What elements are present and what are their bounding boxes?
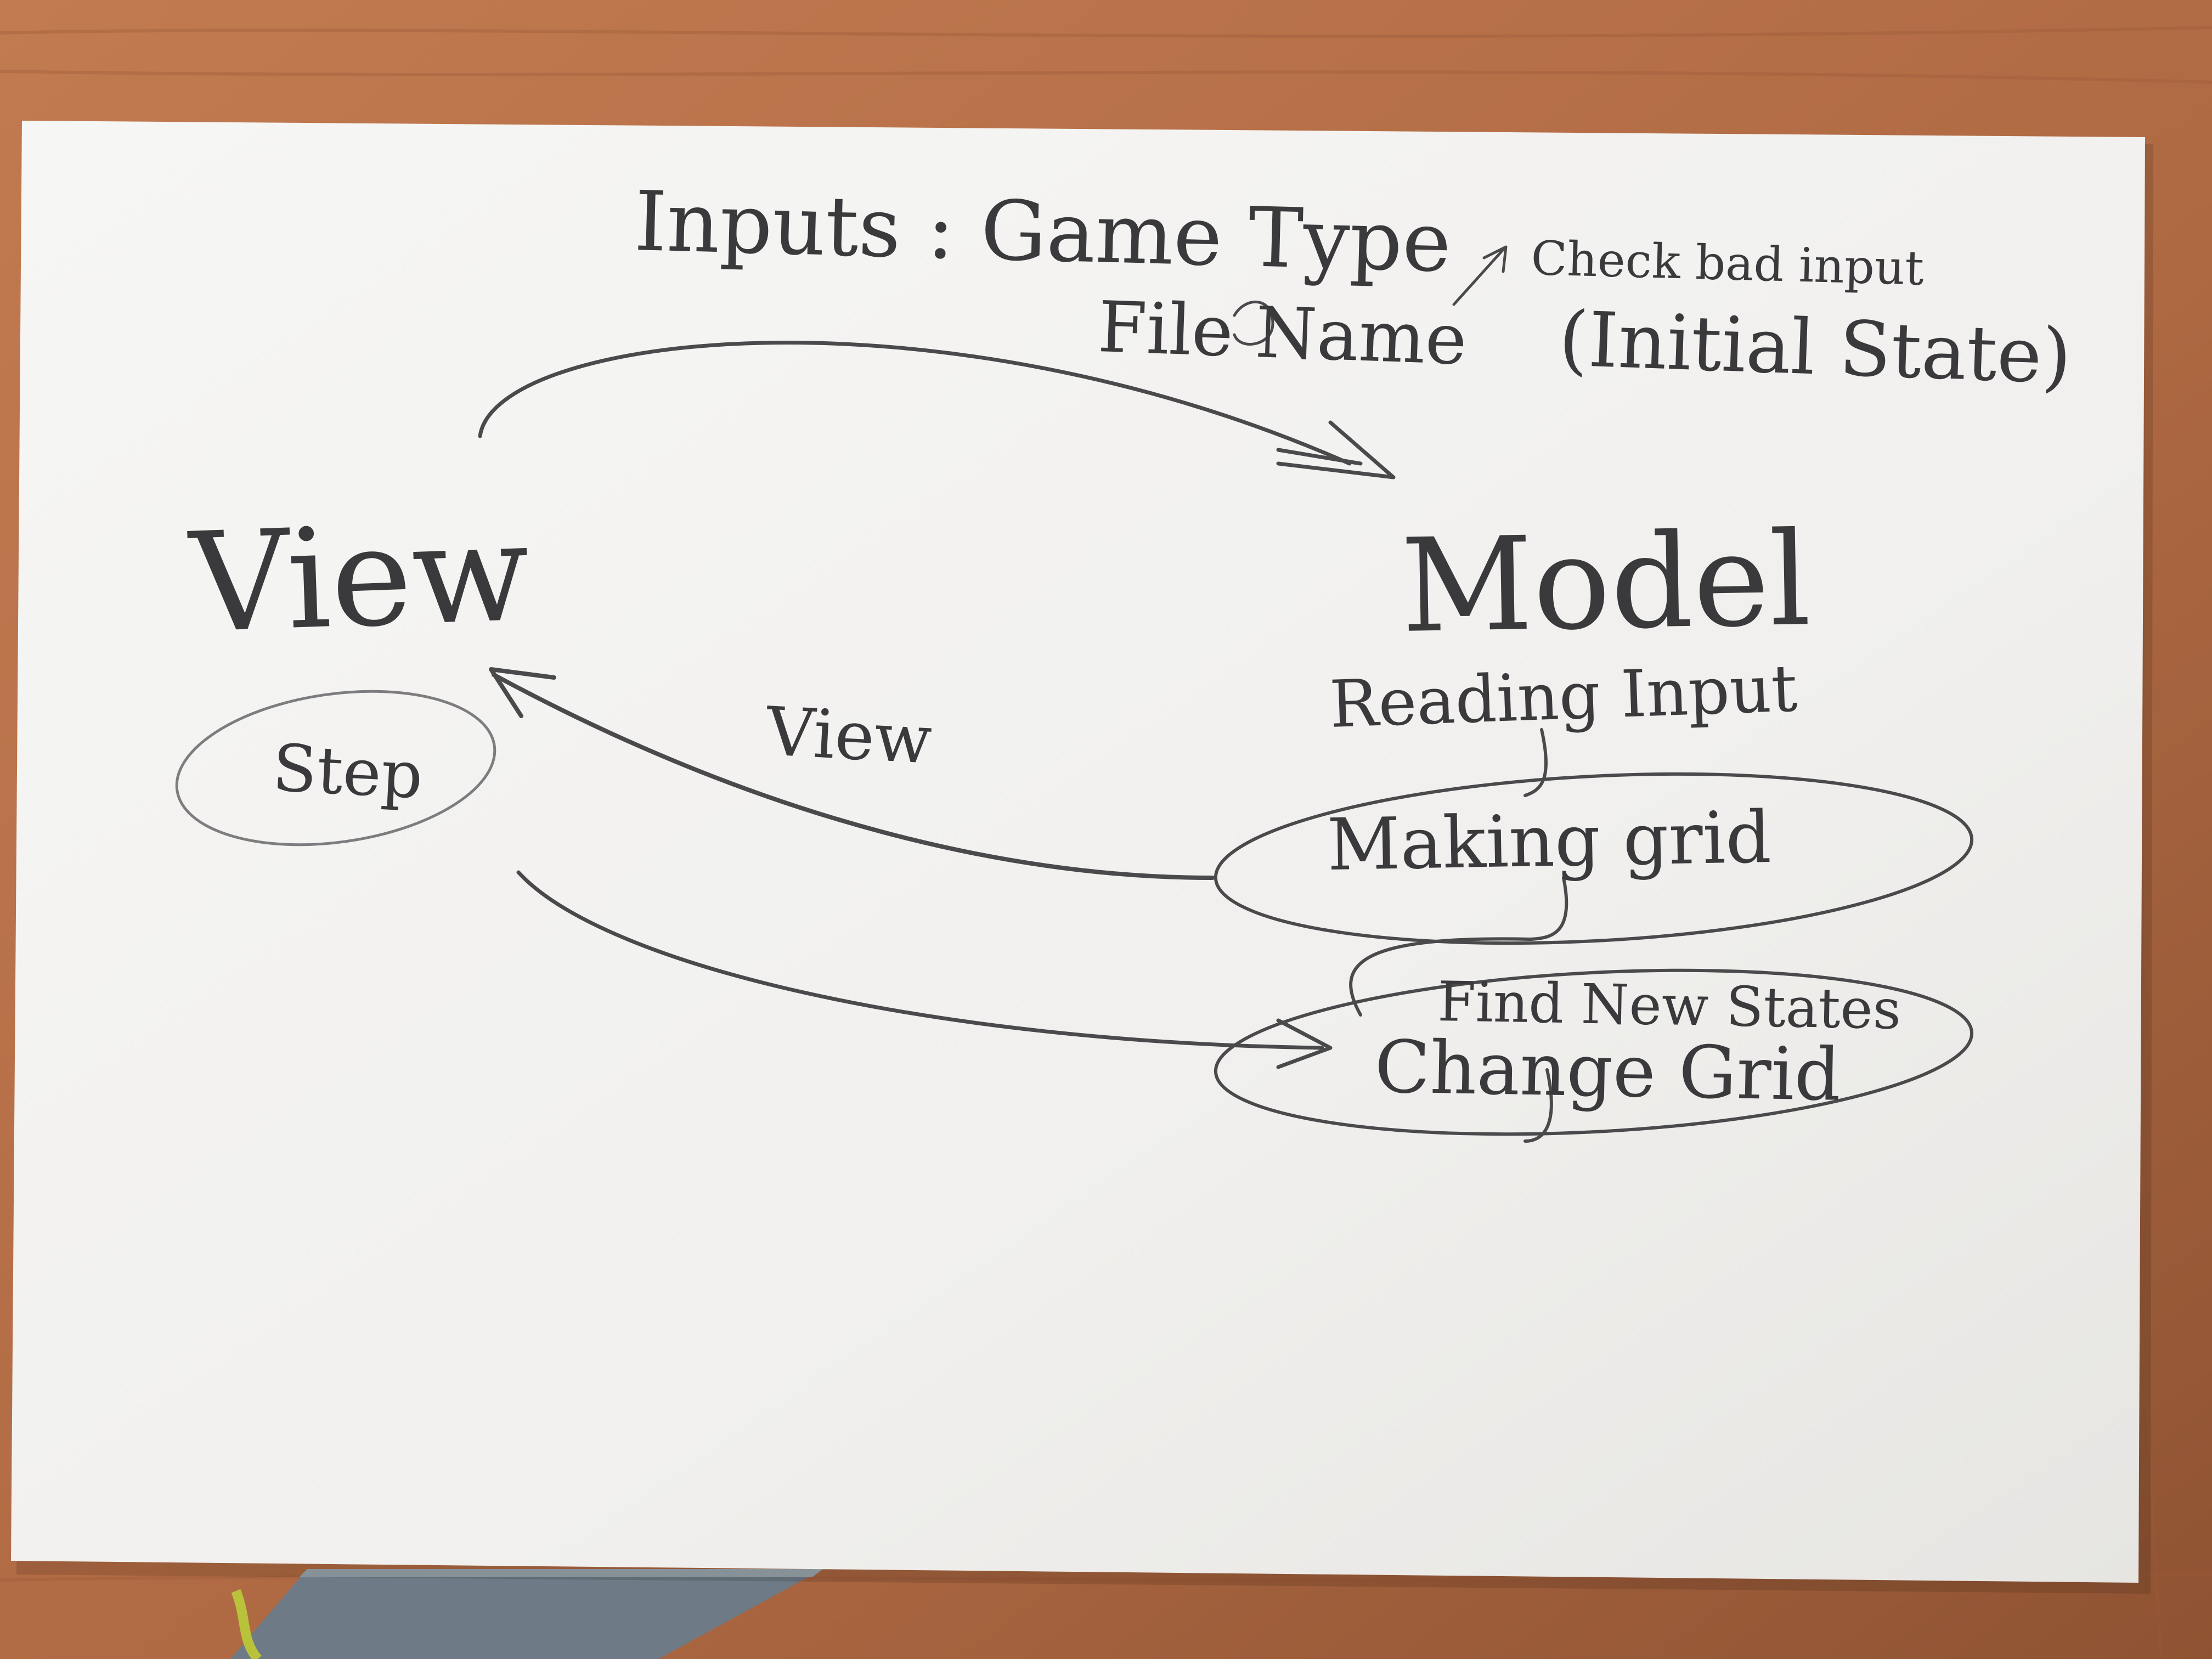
arrow-view-to-change-grid [516, 870, 1324, 1050]
inputs-heading: Inputs : Game Type [633, 174, 1452, 291]
connector-grid-to-change [1349, 876, 1568, 1017]
step-oval [175, 690, 496, 847]
grey-mat-edge [299, 1569, 823, 1577]
arrow-grid-to-view-head [489, 667, 556, 718]
initial-state-label: (Initial State) [1558, 295, 2073, 401]
change-grid-descender [1523, 1068, 1553, 1143]
index-card [11, 121, 2145, 1583]
making-grid-label: Making grid [1327, 795, 1772, 887]
arrow-view-to-model [478, 341, 1352, 466]
making-grid-oval [1214, 772, 1974, 945]
view-arrow-label: View [763, 692, 934, 779]
change-grid-label: Change Grid [1374, 1025, 1841, 1118]
view-title: View [186, 492, 532, 663]
step-label: Step [271, 730, 425, 813]
green-cable [231, 1589, 262, 1659]
arrow-view-to-model-head [1276, 420, 1396, 479]
file-name-line: File Name [1097, 286, 1468, 381]
find-new-states-label: Find New States [1437, 969, 1902, 1042]
change-grid-oval [1214, 968, 1974, 1136]
connector-reading-to-grid [1523, 728, 1548, 797]
check-note-caret [1452, 245, 1508, 306]
scribble-mark [1233, 301, 1274, 346]
arrow-grid-to-view [492, 673, 1215, 880]
grey-mat [230, 1569, 823, 1659]
reading-input-label: Reading Input [1328, 650, 1798, 742]
model-title: Model [1400, 505, 1812, 662]
check-bad-input-note: Check bad input [1530, 231, 1925, 296]
arrow-view-to-change-grid-head [1276, 1018, 1333, 1069]
